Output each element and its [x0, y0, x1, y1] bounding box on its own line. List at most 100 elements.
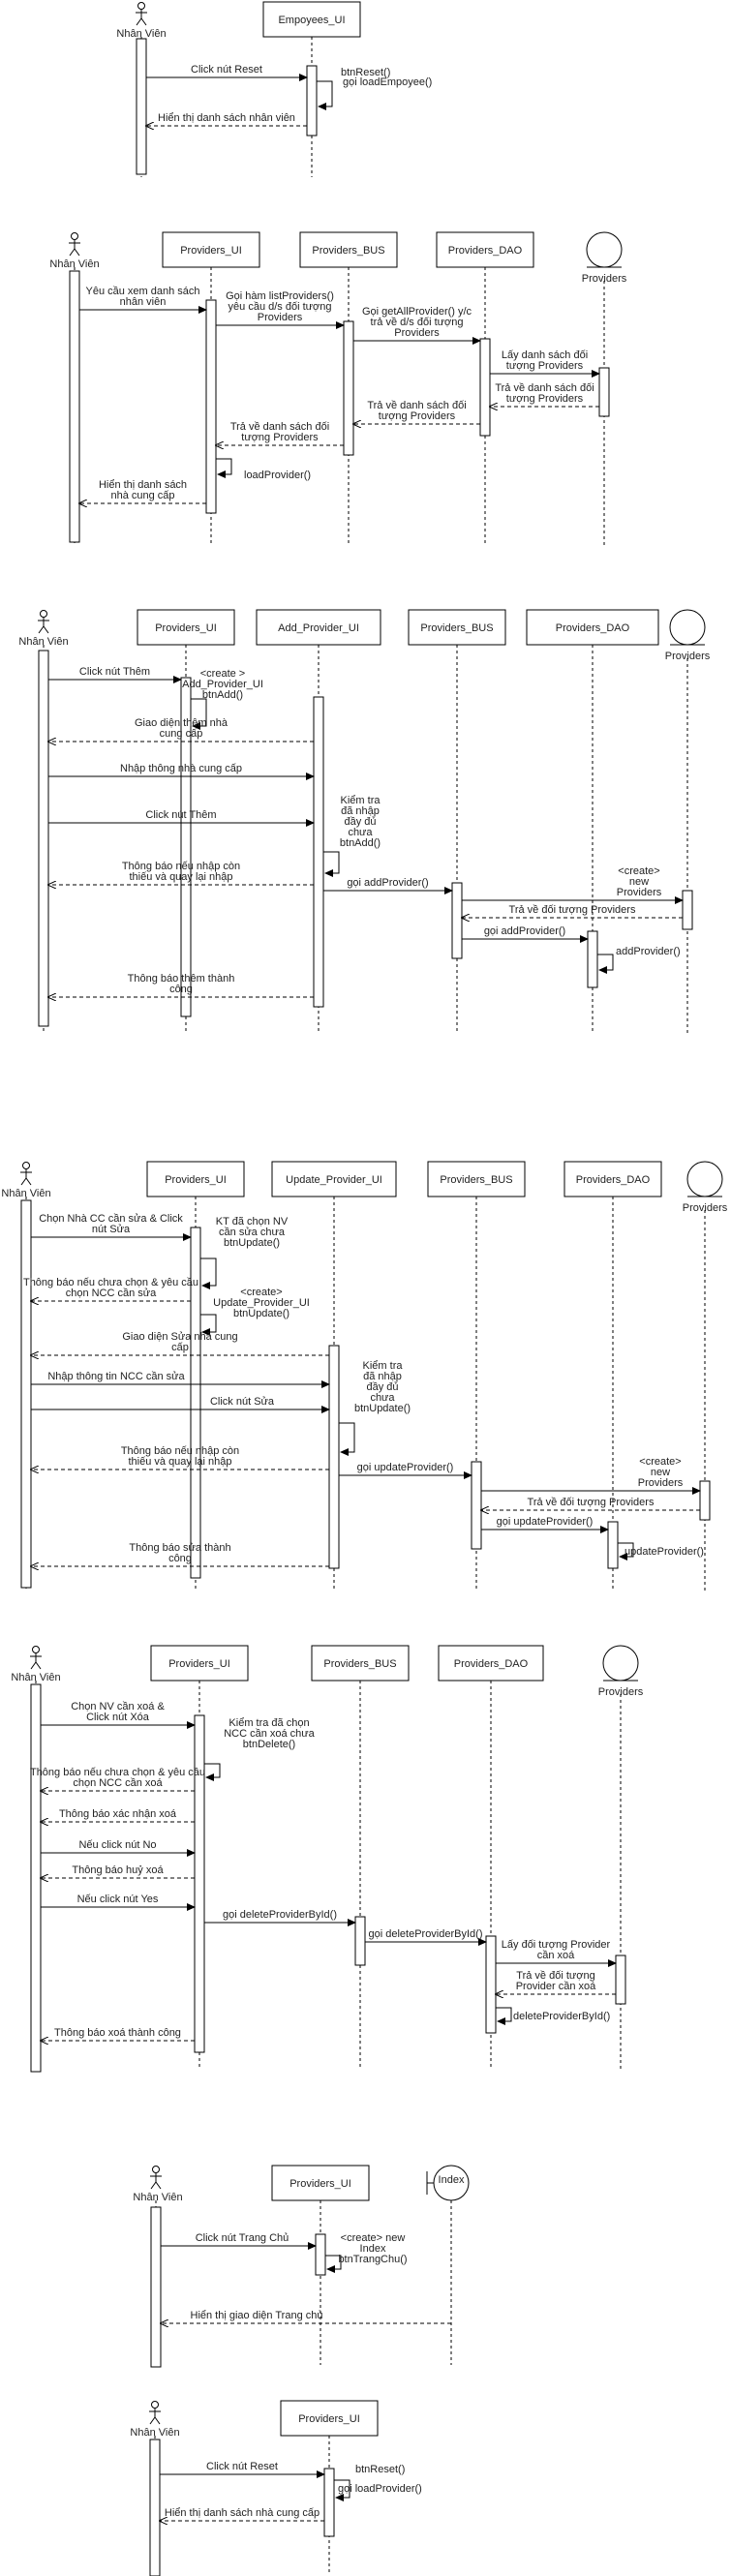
actor-name: Nhân Viên	[1, 1188, 50, 1199]
activation-bar	[682, 890, 693, 930]
self-message-arrow	[597, 954, 614, 974]
entity-name: Providers	[683, 1202, 728, 1214]
message-label: btnReset()	[341, 67, 390, 78]
self-message-arrow	[618, 1542, 634, 1561]
participant-box	[150, 1645, 249, 1682]
participant-box	[438, 1645, 544, 1682]
participant-box	[299, 231, 398, 268]
activation-bar	[343, 320, 354, 456]
actor-head	[151, 2401, 159, 2409]
activation-bar	[306, 65, 318, 136]
self-message-arrow	[496, 2007, 512, 2025]
participant-box	[271, 2165, 370, 2201]
message-label: Click nút Reset	[191, 64, 262, 76]
message-label: loadProvider()	[244, 470, 311, 481]
participant-name: Providers_BUS	[323, 1658, 396, 1670]
message-label: gọi addProvider()	[347, 877, 428, 889]
participant-name: Providers_DAO	[576, 1174, 651, 1186]
self-message-arrow	[334, 2479, 350, 2501]
activation-bar	[354, 1916, 366, 1966]
message-label: gọi loadEmpoyee()	[343, 76, 432, 88]
actor-leg	[38, 625, 45, 634]
entity-name: Providers	[665, 651, 711, 662]
self-message-arrow	[200, 1258, 217, 1289]
participant-name: Providers_UI	[298, 2413, 360, 2425]
participant-name: Providers_UI	[168, 1658, 230, 1670]
actor-name: Nhân Viên	[11, 1672, 60, 1683]
message-label: Nếu click nút No	[78, 1839, 156, 1851]
message-label: Nhập thông nhà cung cấp	[120, 763, 242, 774]
participant-name: Providers_BUS	[312, 245, 384, 257]
participant-name: Providers_BUS	[440, 1174, 512, 1186]
actor-head	[71, 232, 78, 240]
self-message-arrow	[325, 2255, 342, 2273]
message-label: Hiển thị danh sách nhân viên	[158, 112, 295, 124]
boundary-name: Index	[439, 2174, 465, 2186]
activation-bar	[313, 696, 324, 1008]
activation-bar	[194, 1714, 205, 2053]
entity-name: Providers	[582, 273, 627, 285]
participant-box	[436, 231, 534, 268]
activation-bar	[69, 270, 80, 543]
message-label: deleteProviderById()	[513, 2011, 610, 2022]
actor-leg	[20, 1177, 27, 1186]
participant-name: Providers_DAO	[454, 1658, 529, 1670]
activation-bar	[587, 930, 598, 988]
actor-leg	[140, 17, 147, 26]
participant-name: Providers_UI	[180, 245, 242, 257]
entity-icon	[602, 1645, 639, 1682]
entity-name: Providers	[598, 1686, 644, 1698]
participant-name: Providers_BUS	[420, 622, 493, 634]
message-label: Nếu click nút Yes	[77, 1894, 159, 1905]
message-label: gọi deleteProviderById()	[223, 1909, 337, 1921]
actor-name: Nhân Viên	[18, 636, 68, 648]
activation-bar	[205, 299, 217, 514]
participant-name: Providers_UI	[165, 1174, 227, 1186]
participant-name: Providers_DAO	[448, 245, 523, 257]
activation-bar	[607, 1521, 619, 1569]
participant-box	[271, 1161, 397, 1197]
participant-box	[563, 1161, 662, 1197]
actor-name: Nhân Viên	[130, 2427, 179, 2439]
message-label: Thông báo xác nhận xoá	[59, 1808, 177, 1820]
activation-bar	[598, 367, 610, 417]
message-label: Hiển thị danh sách nhà cung cấp	[165, 2507, 320, 2519]
activation-bar	[190, 1227, 201, 1579]
activation-bar	[136, 38, 147, 175]
self-message-arrow	[317, 80, 333, 110]
actor-head	[152, 2166, 160, 2173]
participant-name: Providers_UI	[289, 2178, 351, 2190]
actor-leg	[155, 2181, 162, 2190]
actor-leg	[74, 248, 80, 257]
actor-leg	[25, 1177, 32, 1186]
participant-box	[146, 1161, 245, 1197]
activation-bar	[328, 1345, 340, 1569]
message-label: Click nút Reset	[206, 2461, 278, 2472]
activation-bar	[479, 338, 491, 437]
actor-head	[32, 1646, 40, 1653]
activation-bar	[471, 1461, 482, 1550]
activation-bar	[30, 1683, 42, 2073]
message-label: Click nút Thêm	[145, 809, 216, 821]
self-message-arrow	[216, 458, 232, 478]
actor-leg	[150, 2181, 157, 2190]
entity-icon	[586, 231, 623, 268]
